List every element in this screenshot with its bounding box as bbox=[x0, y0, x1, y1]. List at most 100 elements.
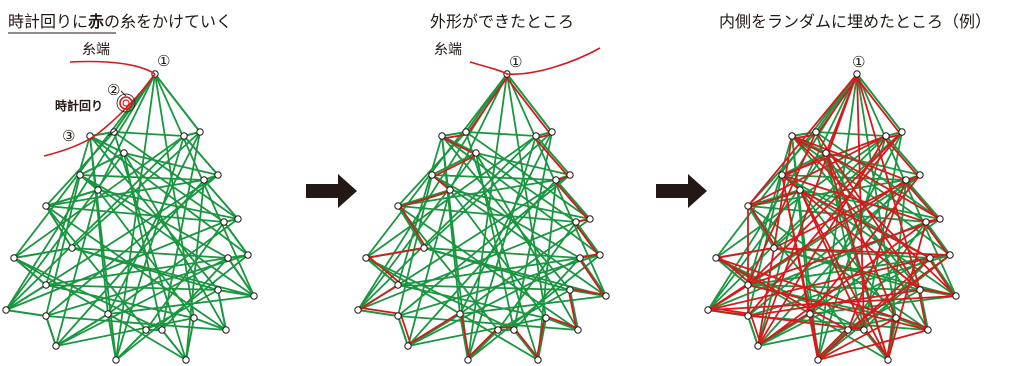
red-thread bbox=[817, 257, 931, 361]
clockwise-ring bbox=[116, 93, 136, 113]
green-thread bbox=[45, 174, 81, 317]
pin bbox=[394, 202, 402, 210]
red-thread-outline bbox=[467, 326, 500, 358]
green-thread-outline bbox=[555, 179, 591, 220]
step1-marker-2: ① bbox=[509, 53, 522, 71]
green-thread bbox=[475, 152, 577, 223]
pin bbox=[822, 149, 830, 157]
pin bbox=[946, 251, 954, 259]
red-thread-outline bbox=[886, 314, 896, 358]
green-thread bbox=[45, 315, 227, 331]
green-thread bbox=[397, 179, 557, 207]
pin bbox=[596, 251, 604, 259]
green-thread-outline bbox=[575, 221, 601, 256]
green-thread bbox=[185, 179, 205, 361]
pin bbox=[354, 306, 362, 314]
red-thread bbox=[781, 174, 819, 361]
red-thread bbox=[817, 317, 897, 361]
pin bbox=[712, 254, 720, 262]
green-thread bbox=[123, 152, 225, 223]
green-thread bbox=[397, 254, 601, 317]
pin bbox=[860, 326, 868, 334]
pin bbox=[464, 356, 472, 364]
pin bbox=[214, 171, 222, 179]
red-thread-outline bbox=[399, 205, 427, 249]
green-thread bbox=[45, 179, 205, 207]
red-thread-outline bbox=[460, 310, 470, 358]
green-thread bbox=[449, 189, 591, 220]
red-thread bbox=[715, 257, 897, 319]
pin bbox=[220, 218, 228, 226]
green-thread-outline bbox=[929, 257, 957, 297]
pin bbox=[814, 356, 822, 364]
green-thread bbox=[45, 284, 219, 291]
green-thread bbox=[397, 284, 571, 291]
red-thread-outline bbox=[360, 282, 402, 309]
green-thread-outline bbox=[579, 257, 607, 297]
pin bbox=[796, 186, 804, 194]
green-thread-outline bbox=[45, 315, 57, 347]
step3-marker: ③ bbox=[62, 127, 75, 145]
green-thread bbox=[465, 131, 537, 137]
green-thread bbox=[459, 131, 553, 315]
leader-line bbox=[107, 129, 117, 137]
leader-line bbox=[120, 90, 127, 97]
tree-panel-1 bbox=[2, 60, 258, 364]
pin bbox=[196, 128, 204, 136]
pin bbox=[602, 292, 610, 300]
pin bbox=[180, 132, 188, 140]
green-thread bbox=[107, 131, 201, 315]
green-thread-outline bbox=[357, 309, 399, 317]
green-thread bbox=[79, 174, 205, 181]
red-thread bbox=[747, 135, 887, 207]
green-thread bbox=[113, 131, 187, 361]
panel1-heading: 時計回りに赤の糸をかけていく bbox=[8, 12, 232, 31]
red-thread bbox=[707, 309, 865, 331]
green-thread bbox=[107, 295, 255, 315]
green-thread bbox=[45, 254, 249, 317]
red-thread bbox=[781, 174, 927, 223]
pin bbox=[42, 312, 50, 320]
pin bbox=[142, 326, 150, 334]
thread-end-label-1: 糸端 bbox=[82, 42, 110, 58]
green-thread bbox=[475, 152, 579, 331]
green-thread bbox=[397, 315, 579, 331]
pin bbox=[428, 171, 436, 179]
red-thread-outline bbox=[465, 77, 508, 136]
pin bbox=[112, 356, 120, 364]
green-thread bbox=[407, 189, 451, 347]
green-thread bbox=[45, 135, 91, 286]
pin bbox=[510, 326, 518, 334]
pin bbox=[2, 306, 10, 314]
pin bbox=[76, 171, 84, 179]
green-thread bbox=[459, 218, 591, 315]
green-thread-outline bbox=[203, 179, 239, 220]
red-thread-outline bbox=[749, 205, 777, 249]
green-thread bbox=[397, 174, 571, 317]
red-thread bbox=[781, 174, 921, 291]
green-thread bbox=[397, 205, 579, 331]
pin bbox=[200, 176, 208, 184]
right-arrow-icon bbox=[306, 174, 357, 208]
pin bbox=[778, 171, 786, 179]
pin bbox=[456, 310, 464, 318]
green-thread bbox=[79, 174, 255, 297]
pin bbox=[494, 326, 502, 334]
pin bbox=[576, 254, 584, 262]
step2-marker: ② bbox=[107, 81, 120, 99]
green-thread bbox=[467, 254, 601, 361]
green-thread bbox=[397, 174, 571, 286]
pin bbox=[404, 342, 412, 350]
step1-marker-1: ① bbox=[157, 52, 170, 70]
pin bbox=[926, 254, 934, 262]
pin bbox=[902, 176, 910, 184]
green-thread bbox=[13, 257, 187, 361]
pin bbox=[224, 254, 232, 262]
red-thread-outline bbox=[567, 287, 577, 329]
pin bbox=[548, 128, 556, 136]
green-thread bbox=[365, 257, 539, 361]
pin bbox=[446, 186, 454, 194]
pin bbox=[882, 132, 890, 140]
green-thread bbox=[5, 135, 185, 311]
pin bbox=[190, 314, 198, 322]
